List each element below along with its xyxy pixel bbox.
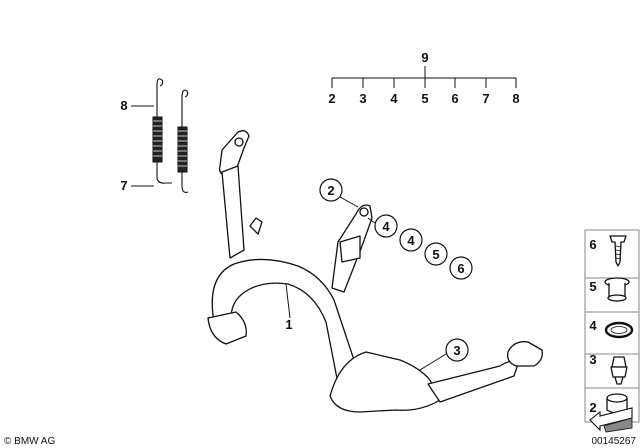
spring-upper-label: 8 bbox=[120, 98, 127, 113]
center-stand: 1 bbox=[207, 130, 543, 413]
springs: 8 7 bbox=[120, 78, 189, 193]
group-member-label: 8 bbox=[512, 91, 519, 106]
svg-text:3: 3 bbox=[453, 343, 460, 358]
callout-bubble: 5 bbox=[424, 242, 448, 266]
spring-icon bbox=[177, 89, 189, 193]
panel-number: 6 bbox=[589, 237, 596, 252]
svg-text:6: 6 bbox=[457, 261, 464, 276]
group-total-label: 9 bbox=[421, 50, 428, 65]
svg-text:4: 4 bbox=[407, 233, 415, 248]
callout-bubble: 3 bbox=[445, 338, 469, 362]
rubber-buffer-icon bbox=[610, 356, 628, 385]
group-member-label: 3 bbox=[359, 91, 366, 106]
group-member-label: 7 bbox=[482, 91, 489, 106]
callout-bubble: 6 bbox=[449, 256, 473, 280]
panel-number: 5 bbox=[589, 279, 596, 294]
o-ring-icon bbox=[604, 321, 634, 339]
panel-number: 2 bbox=[589, 400, 596, 415]
svg-text:2: 2 bbox=[327, 183, 334, 198]
panel-number: 4 bbox=[589, 318, 597, 333]
callout-bubble: 4 bbox=[374, 214, 398, 238]
spring-lower-label: 7 bbox=[120, 178, 127, 193]
group-member-label: 4 bbox=[390, 91, 398, 106]
panel-number: 3 bbox=[589, 352, 596, 367]
copyright-text: © BMW AG bbox=[4, 436, 55, 447]
bushing-icon bbox=[604, 277, 630, 302]
group-member-label: 2 bbox=[328, 91, 335, 106]
screw-icon bbox=[609, 235, 627, 267]
svg-text:4: 4 bbox=[382, 219, 390, 234]
callout-bubbles: 2 4 4 5 6 3 bbox=[319, 178, 473, 371]
stand-label: 1 bbox=[285, 317, 292, 332]
group-member-label: 6 bbox=[451, 91, 458, 106]
direction-arrow-icon bbox=[589, 407, 633, 433]
small-parts-panel: 6 5 4 3 2 bbox=[584, 229, 640, 433]
callout-bubble: 2 bbox=[319, 178, 343, 202]
spring-icon bbox=[152, 78, 172, 184]
svg-text:5: 5 bbox=[432, 247, 439, 262]
callout-bubble: 4 bbox=[399, 228, 423, 252]
group-member-label: 5 bbox=[421, 91, 428, 106]
diagram-number: 00145267 bbox=[592, 436, 637, 447]
group-bracket: 9 2 3 4 5 6 7 8 bbox=[328, 50, 519, 106]
